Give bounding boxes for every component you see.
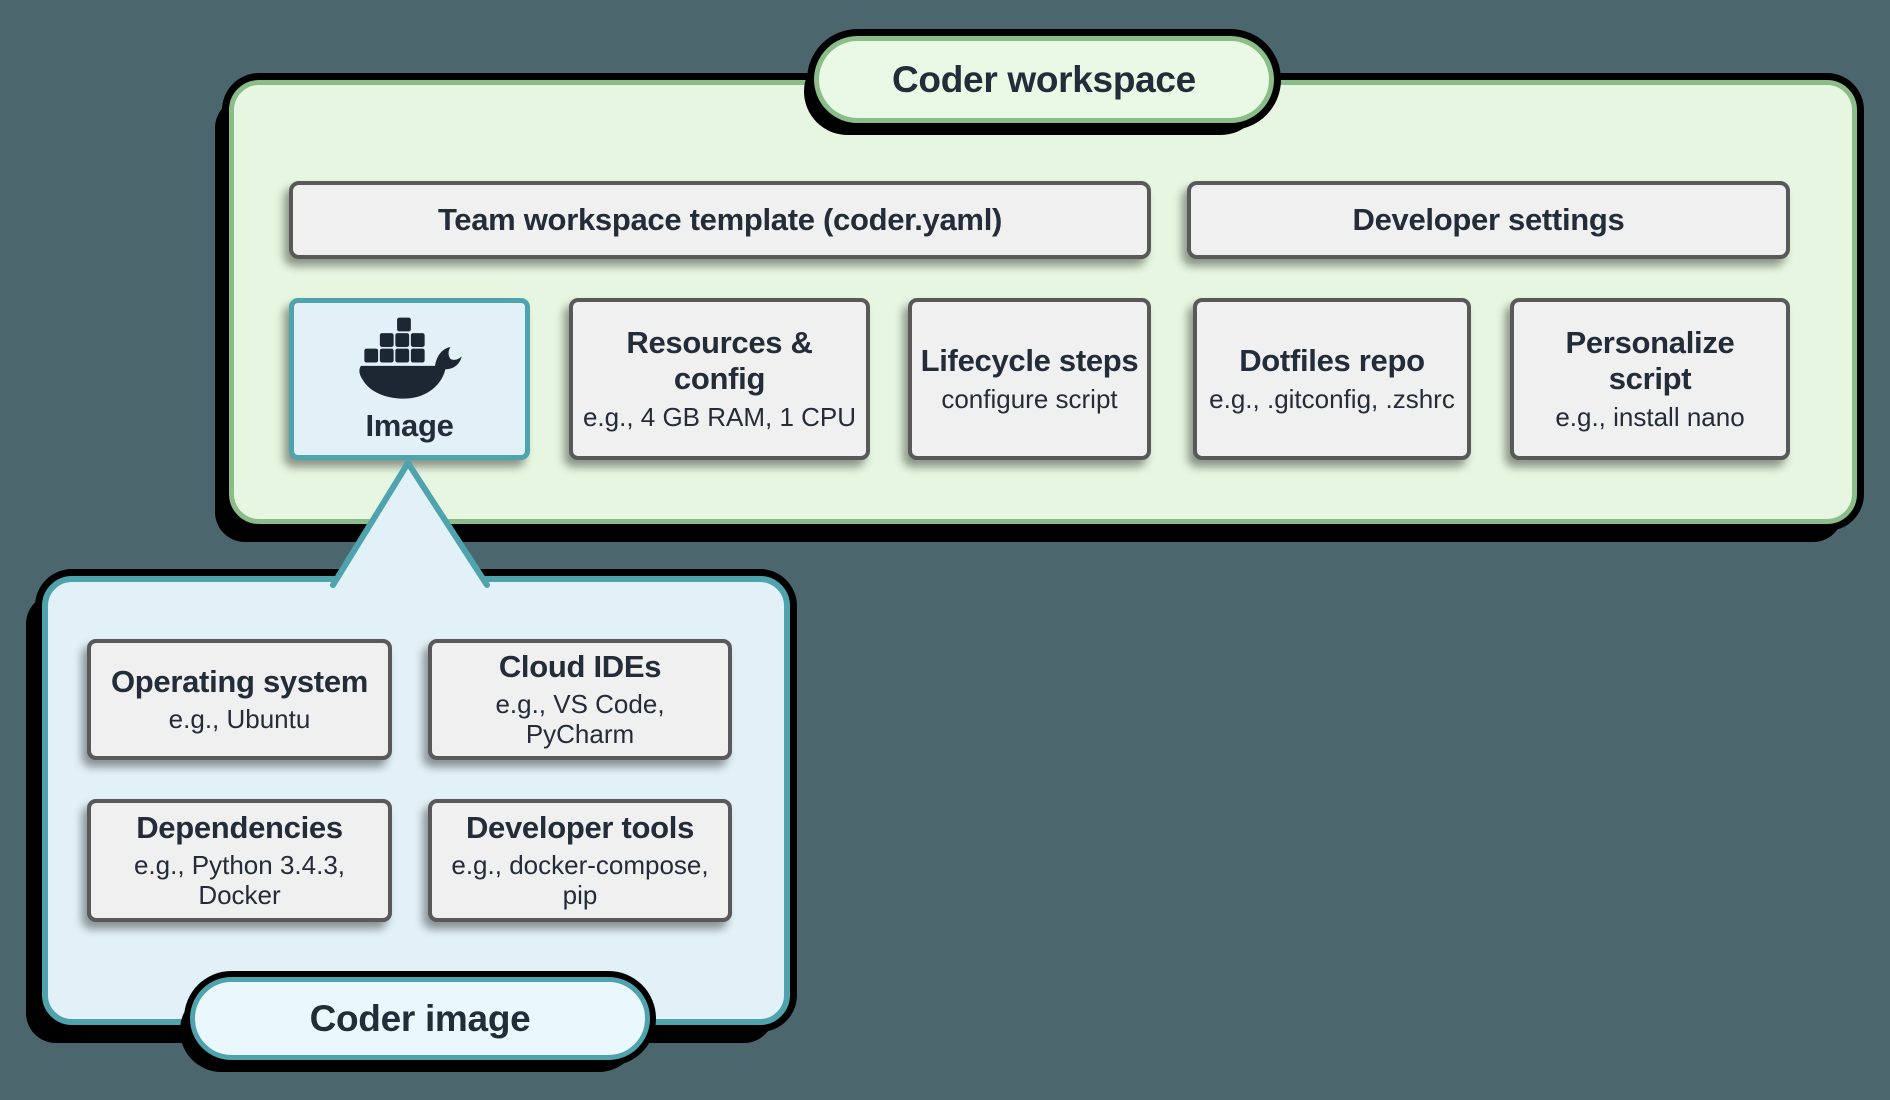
developer-settings-label: Developer settings — [1352, 202, 1625, 237]
card-developer-tools: Developer tools e.g., docker-compose, pi… — [428, 799, 732, 922]
card-operating-system-title: Operating system — [110, 663, 369, 699]
card-cloud-ides-title: Cloud IDEs — [498, 648, 662, 684]
card-dotfiles-repo: Dotfiles repo e.g., .gitconfig, .zshrc — [1193, 298, 1471, 460]
card-personalize-script-title: Personalize script — [1565, 325, 1735, 397]
card-cloud-ides-subtitle: e.g., VS Code, PyCharm — [495, 689, 665, 750]
coder-image-label: Coder image — [309, 997, 531, 1039]
card-resources-config: Resources & config e.g., 4 GB RAM, 1 CPU — [569, 298, 870, 460]
card-developer-tools-subtitle: e.g., docker-compose, pip — [451, 850, 709, 911]
card-developer-tools-title: Developer tools — [465, 809, 695, 845]
card-dependencies: Dependencies e.g., Python 3.4.3, Docker — [87, 799, 392, 922]
card-lifecycle-steps-subtitle: configure script — [941, 383, 1118, 414]
coder-image-pill-title: Coder image — [190, 977, 650, 1060]
card-personalize-script: Personalize script e.g., install nano — [1510, 298, 1790, 460]
card-resources-config-title: Resources & config — [626, 325, 813, 397]
card-resources-config-subtitle: e.g., 4 GB RAM, 1 CPU — [582, 401, 857, 432]
card-image-title: Image — [365, 408, 454, 444]
card-dotfiles-repo-subtitle: e.g., .gitconfig, .zshrc — [1209, 383, 1455, 414]
developer-settings-bar: Developer settings — [1187, 181, 1790, 259]
coder-workspace-label: Coder workspace — [892, 58, 1196, 100]
card-personalize-script-subtitle: e.g., install nano — [1555, 401, 1745, 432]
team-workspace-template-bar: Team workspace template (coder.yaml) — [289, 181, 1151, 259]
card-dependencies-subtitle: e.g., Python 3.4.3, Docker — [133, 850, 346, 911]
card-lifecycle-steps-title: Lifecycle steps — [920, 343, 1139, 379]
card-dotfiles-repo-title: Dotfiles repo — [1239, 343, 1425, 379]
card-cloud-ides: Cloud IDEs e.g., VS Code, PyCharm — [428, 639, 732, 760]
card-lifecycle-steps: Lifecycle steps configure script — [908, 298, 1151, 460]
card-operating-system: Operating system e.g., Ubuntu — [87, 639, 392, 760]
expand-connector-triangle — [330, 460, 490, 593]
card-image: Image — [289, 298, 530, 460]
docker-whale-icon — [358, 317, 462, 399]
card-dependencies-title: Dependencies — [136, 809, 343, 845]
team-workspace-template-label: Team workspace template (coder.yaml) — [437, 202, 1003, 237]
card-operating-system-subtitle: e.g., Ubuntu — [168, 704, 311, 735]
coder-workspace-pill-title: Coder workspace — [814, 36, 1274, 123]
